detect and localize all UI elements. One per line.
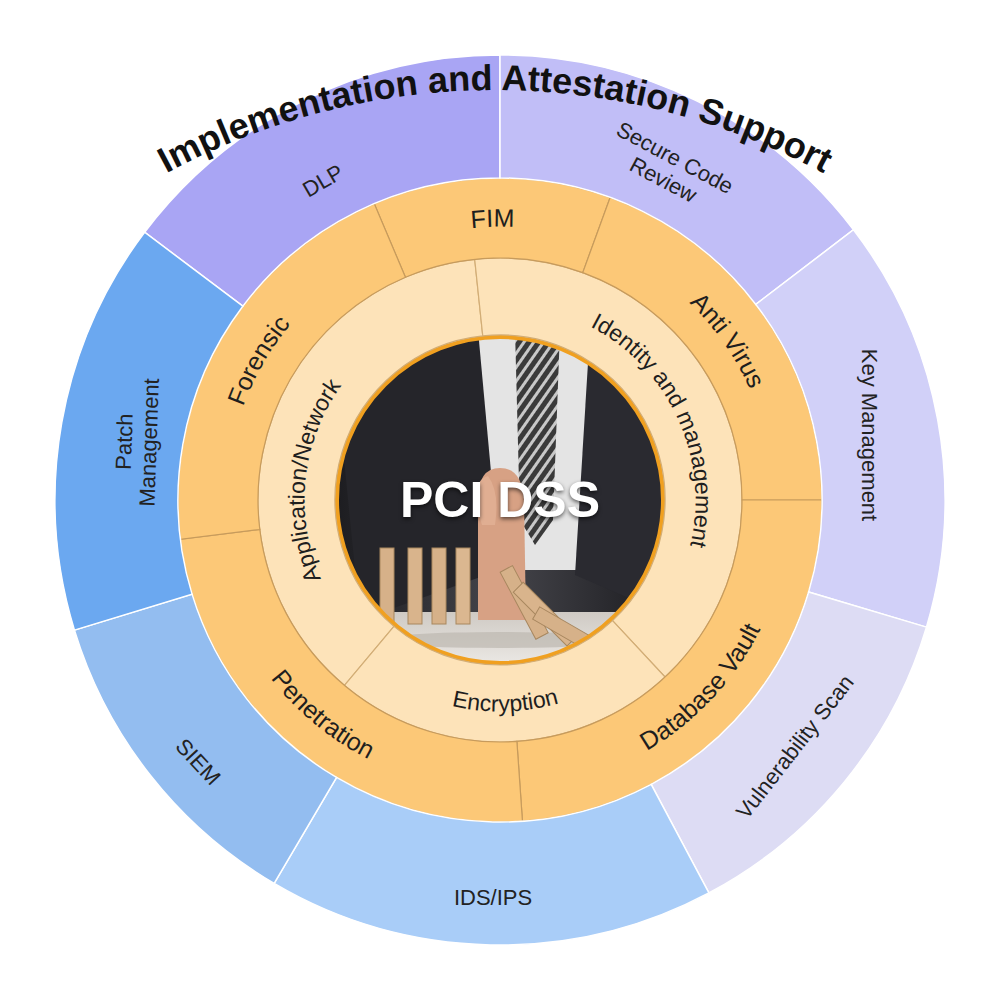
segment-label: Secure Code Review xyxy=(595,113,742,223)
ring-segment: SIEM xyxy=(72,592,339,886)
segment-label-holder: SIEM xyxy=(171,734,226,791)
segment-outline xyxy=(651,592,926,893)
circle-outline xyxy=(335,335,665,665)
ring-segment: Encryption xyxy=(342,618,668,744)
ring-segment: FIM xyxy=(372,176,613,280)
ring-segment: Patch Management xyxy=(53,230,245,633)
segment-shape xyxy=(649,589,929,895)
segment-outline xyxy=(583,197,822,500)
segment-label-holder: Patch Management xyxy=(109,377,164,509)
center-circle: PCI DSS xyxy=(329,329,671,671)
ring-segment: Database Vault xyxy=(514,498,824,824)
segment-outline xyxy=(258,259,483,685)
diagram-title: Implementation and Attestation Support xyxy=(151,57,840,180)
segment-outline xyxy=(374,178,610,277)
segment-outline xyxy=(517,500,822,821)
segment-outline xyxy=(145,55,500,306)
ring-segment: Key Management xyxy=(753,227,947,630)
ring-segment: Identity and management xyxy=(472,256,744,679)
segment-outline xyxy=(74,594,336,883)
segment-shape xyxy=(498,53,856,307)
segment-label: Identity and management xyxy=(588,308,717,551)
ring-segment: Application/Network xyxy=(256,257,485,688)
segment-shape: Encryption xyxy=(342,618,668,744)
ring-segment: Penetration xyxy=(178,527,525,824)
segment-label: Anti Virus xyxy=(686,287,771,392)
segment-label-run: Identity and management xyxy=(588,308,717,551)
segment-shape xyxy=(753,227,947,630)
center-label: PCI DSS xyxy=(400,471,600,529)
title-text-run: Implementation and Attestation Support xyxy=(151,57,840,180)
segment-outline xyxy=(178,204,405,540)
segment-label: Patch Management xyxy=(109,377,164,509)
segment-label-run: Penetration xyxy=(267,664,380,764)
segment-label-run: Encryption xyxy=(451,683,561,717)
segment-label-holder: Key Management xyxy=(857,349,882,521)
segment-label-holder: Secure Code Review xyxy=(595,113,742,223)
segment-shape xyxy=(72,592,339,886)
segment-shape xyxy=(329,329,671,671)
segment-label: Encryption xyxy=(451,683,561,717)
segment-shape: Forensic xyxy=(176,201,408,542)
segment-shape xyxy=(142,53,502,309)
segment-shape xyxy=(272,775,711,947)
segment-label-run: Forensic xyxy=(222,310,295,409)
segment-shape: Identity and management xyxy=(472,256,744,679)
segment-shape xyxy=(53,230,245,633)
segment-label-holder: Vulnerability Scan xyxy=(731,671,859,825)
segment-label: Forensic xyxy=(222,310,295,409)
segment-shape: Penetration xyxy=(178,527,525,824)
segment-shape: Anti Virus xyxy=(580,195,824,502)
segment-label: Key Management xyxy=(857,349,882,521)
segment-outline xyxy=(274,777,709,945)
ring-segment: Anti Virus xyxy=(580,195,824,502)
segment-outline xyxy=(344,621,665,742)
segment-label: IDS/IPS xyxy=(454,885,532,910)
segment-label-run: FIM xyxy=(470,204,515,234)
segment-label-run: Database Vault xyxy=(635,618,765,755)
segment-label-holder: DLP xyxy=(298,159,348,202)
segment-label: Database Vault xyxy=(635,618,765,755)
ring-segment: IDS/IPS xyxy=(272,775,711,947)
ring-segment: Vulnerability Scan xyxy=(649,589,929,895)
center-label-holder: PCI DSS xyxy=(329,329,671,671)
segment-outline xyxy=(475,258,742,677)
segment-outline xyxy=(180,529,522,822)
segment-outline xyxy=(756,230,945,627)
segment-shape: Database Vault xyxy=(514,498,824,824)
segment-outline xyxy=(500,55,854,304)
segment-label: SIEM xyxy=(171,734,226,791)
segment-label-holder: IDS/IPS xyxy=(454,885,532,910)
segment-outline xyxy=(55,232,243,630)
segment-shape: Application/Network xyxy=(256,257,485,688)
segment-label: Penetration xyxy=(267,664,380,764)
ring-segment: Forensic xyxy=(176,201,408,542)
ring-segment: DLP xyxy=(142,53,502,309)
segment-label-run: Anti Virus xyxy=(686,287,771,392)
segment-label: FIM xyxy=(470,204,515,234)
segment-label-run: Application/Network xyxy=(284,373,346,586)
segment-label: Application/Network xyxy=(284,373,346,586)
segment-shape: FIM xyxy=(372,176,613,280)
segment-label: Vulnerability Scan xyxy=(731,671,859,825)
segment-label: DLP xyxy=(298,159,348,202)
ring-segment: Secure Code Review xyxy=(498,53,856,307)
